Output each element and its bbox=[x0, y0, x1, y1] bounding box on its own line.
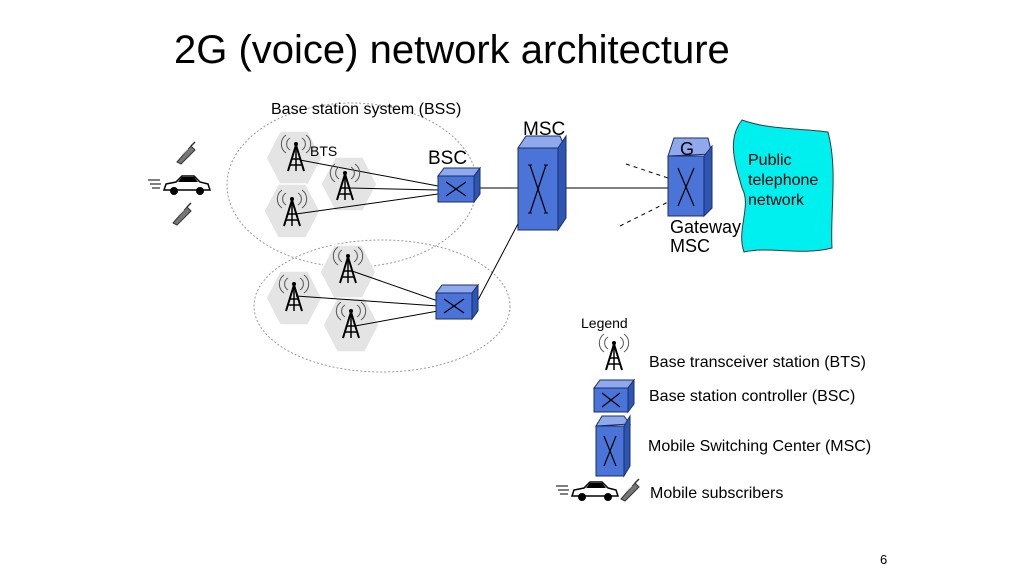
legend-bsc-icon bbox=[593, 378, 635, 414]
bsc-box-upper bbox=[437, 167, 481, 203]
gateway-msc-label: Gateway MSC bbox=[670, 217, 742, 256]
phone-icon bbox=[172, 202, 192, 226]
pstn-links bbox=[619, 163, 669, 227]
legend-bts-icon bbox=[598, 333, 630, 371]
legend-msc-icon bbox=[595, 414, 631, 478]
pstn-cloud bbox=[732, 119, 834, 253]
bsc-box-lower bbox=[435, 284, 479, 320]
slide-title: 2G (voice) network architecture bbox=[174, 28, 730, 72]
gateway-g-label: G bbox=[680, 139, 695, 159]
legend-mobile-icon bbox=[555, 478, 640, 502]
msc-label: MSC bbox=[523, 119, 566, 140]
legend-bsc-label: Base station controller (BSC) bbox=[649, 388, 856, 405]
bsc-label: BSC bbox=[428, 148, 468, 169]
legend-mobile-label: Mobile subscribers bbox=[650, 485, 784, 502]
page-number: 6 bbox=[880, 552, 888, 567]
links bbox=[295, 159, 668, 327]
bss-ellipse-lower bbox=[253, 239, 511, 373]
legend-bts-label: Base transceiver station (BTS) bbox=[649, 354, 866, 371]
bss-label: Base station system (BSS) bbox=[271, 101, 462, 118]
bts-label: BTS bbox=[310, 143, 338, 159]
phone-icon bbox=[176, 141, 196, 165]
legend-msc-label: Mobile Switching Center (MSC) bbox=[648, 438, 872, 455]
car-icon bbox=[147, 175, 211, 196]
msc-box bbox=[517, 134, 567, 232]
pstn-label: Public telephone network bbox=[748, 152, 819, 209]
gateway-msc-box bbox=[667, 137, 713, 218]
legend-title: Legend bbox=[581, 315, 628, 331]
